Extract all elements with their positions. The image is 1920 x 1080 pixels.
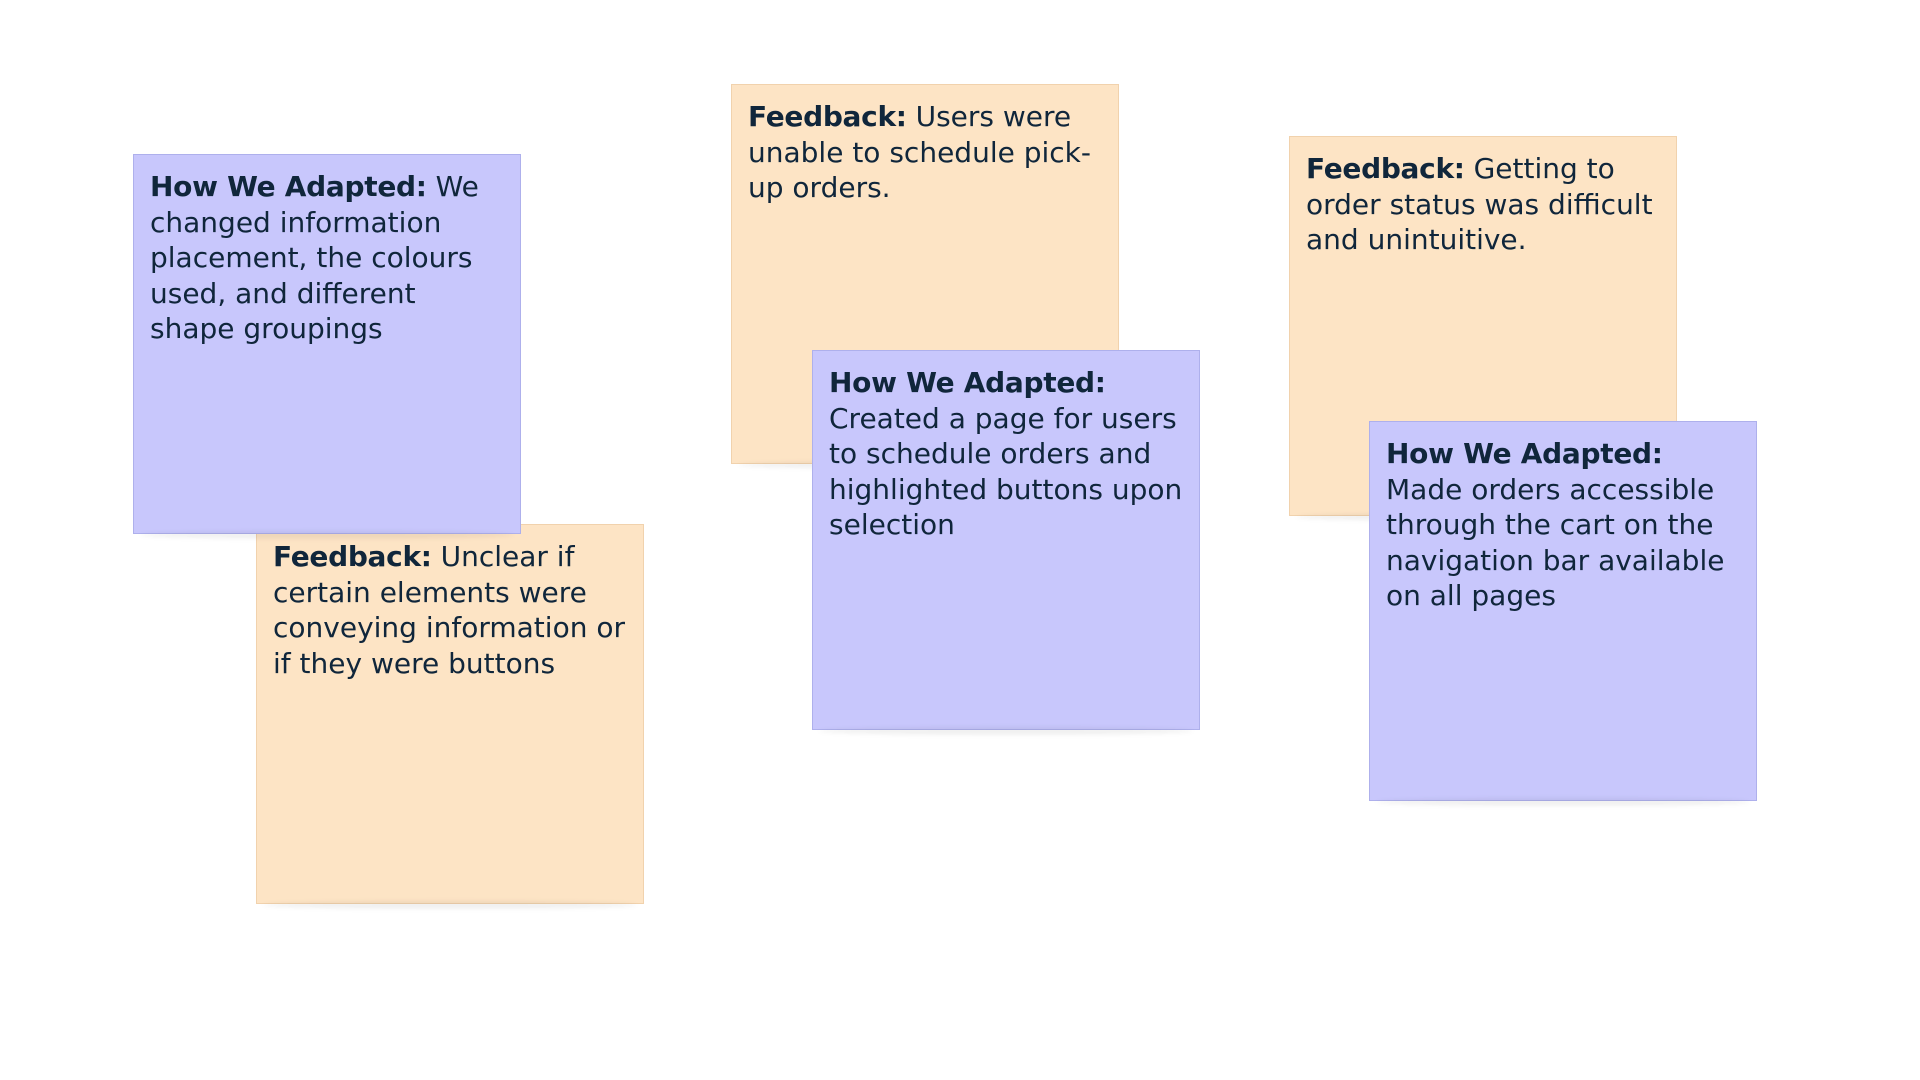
- note-label: Feedback:: [1306, 152, 1465, 185]
- note-text: Unclear if certain elements were conveyi…: [273, 540, 625, 680]
- sticky-note-adapted-3[interactable]: How We Adapted: Made orders accessible t…: [1369, 421, 1757, 801]
- note-label: How We Adapted:: [150, 170, 427, 203]
- note-text: Users were unable to schedule pick-up or…: [748, 100, 1091, 204]
- note-label: Feedback:: [748, 100, 907, 133]
- sticky-note-adapted-1[interactable]: How We Adapted: We changed information p…: [133, 154, 521, 534]
- note-text: Created a page for users to schedule ord…: [829, 401, 1183, 542]
- sticky-note-adapted-2[interactable]: How We Adapted: Created a page for users…: [812, 350, 1200, 730]
- note-label: How We Adapted:: [1386, 437, 1663, 470]
- note-text: Made orders accessible through the cart …: [1386, 472, 1725, 613]
- note-label: Feedback:: [273, 540, 432, 573]
- note-text: We changed information placement, the co…: [150, 170, 479, 345]
- note-label: How We Adapted:: [829, 366, 1106, 399]
- sticky-note-feedback-1[interactable]: Feedback: Unclear if certain elements we…: [256, 524, 644, 904]
- note-text: Getting to order status was difficult an…: [1306, 152, 1653, 256]
